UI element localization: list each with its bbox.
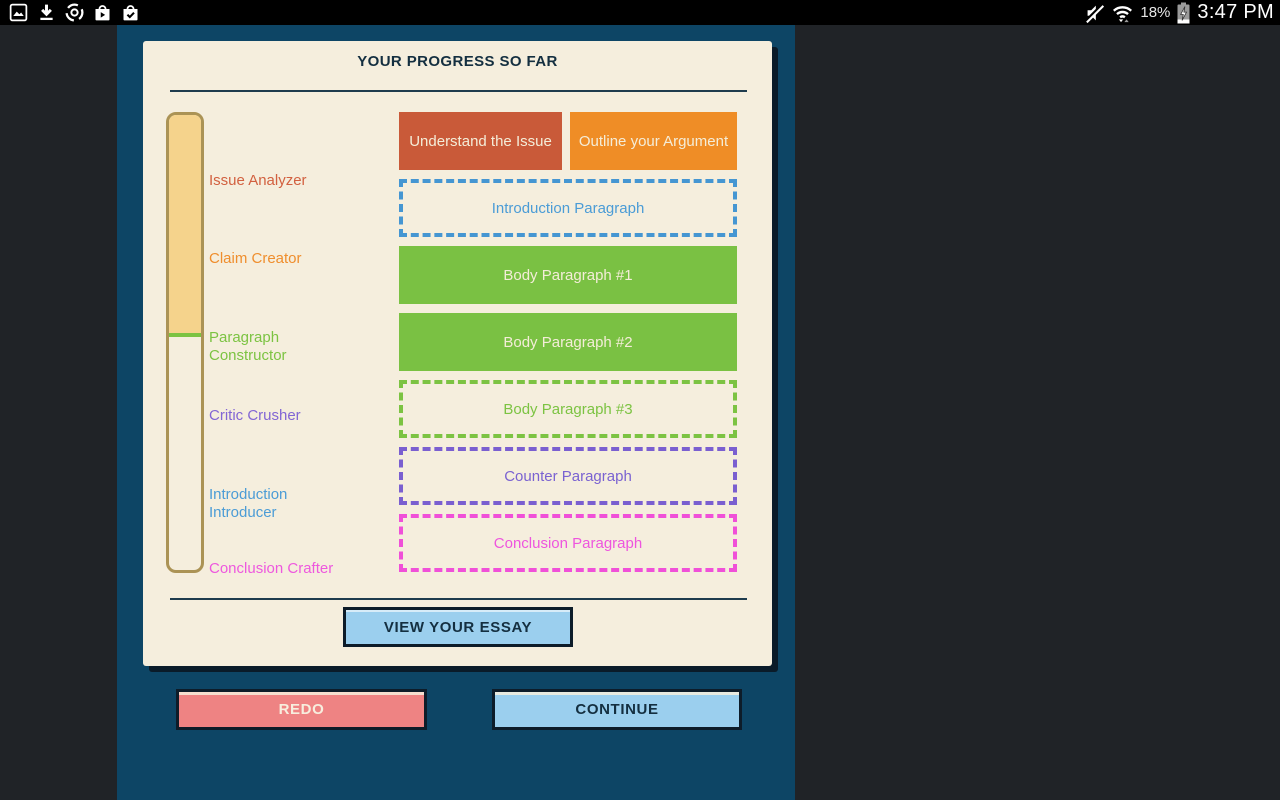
tool-label-critic-crusher: Critic Crusher xyxy=(209,407,301,424)
redo-button[interactable]: REDO xyxy=(176,689,427,730)
title-divider xyxy=(170,90,747,92)
chrome-icon xyxy=(64,2,85,23)
battery-charging-icon xyxy=(1176,2,1191,24)
tool-label-issue-analyzer: Issue Analyzer xyxy=(209,172,307,189)
app-panel: YOUR PROGRESS SO FAR Issue Analyzer Clai… xyxy=(117,25,795,800)
progress-card: YOUR PROGRESS SO FAR Issue Analyzer Clai… xyxy=(143,41,772,666)
footer-divider xyxy=(170,598,747,600)
bag-check-icon xyxy=(120,2,141,23)
progress-meter-fill xyxy=(169,115,201,337)
step-body-paragraph-2: Body Paragraph #2 xyxy=(399,313,737,371)
status-bar-system-icons: 18% 3:47 PM xyxy=(1083,1,1274,24)
tool-label-claim-creator: Claim Creator xyxy=(209,250,302,267)
tool-label-conclusion-crafter: Conclusion Crafter xyxy=(209,560,334,577)
clock-label: 3:47 PM xyxy=(1197,1,1274,23)
gallery-icon xyxy=(8,2,29,23)
step-conclusion-paragraph: Conclusion Paragraph xyxy=(399,514,737,572)
step-body-paragraph-1: Body Paragraph #1 xyxy=(399,246,737,304)
step-introduction-paragraph: Introduction Paragraph xyxy=(399,179,737,237)
continue-button[interactable]: CONTINUE xyxy=(492,689,742,730)
progress-meter xyxy=(166,112,204,573)
essay-steps-list: Understand the Issue Outline your Argume… xyxy=(399,112,737,572)
page-title: YOUR PROGRESS SO FAR xyxy=(357,53,558,70)
download-icon xyxy=(36,2,57,23)
wifi-activity-icon xyxy=(1111,2,1134,24)
tool-label-introduction-introducer: Introduction Introducer xyxy=(209,486,288,521)
status-bar[interactable]: 18% 3:47 PM xyxy=(0,0,1280,25)
steps-row-prewriting: Understand the Issue Outline your Argume… xyxy=(399,112,737,170)
tool-label-paragraph-constructor: Paragraph Constructor xyxy=(209,329,287,364)
step-outline-your-argument: Outline your Argument xyxy=(570,112,737,170)
status-bar-notification-icons xyxy=(8,2,141,23)
battery-percent-label: 18% xyxy=(1140,4,1171,21)
view-essay-button[interactable]: VIEW YOUR ESSAY xyxy=(343,607,573,647)
volume-muted-icon xyxy=(1083,2,1105,24)
step-understand-the-issue: Understand the Issue xyxy=(399,112,562,170)
step-counter-paragraph: Counter Paragraph xyxy=(399,447,737,505)
step-body-paragraph-3: Body Paragraph #3 xyxy=(399,380,737,438)
play-store-icon xyxy=(92,2,113,23)
